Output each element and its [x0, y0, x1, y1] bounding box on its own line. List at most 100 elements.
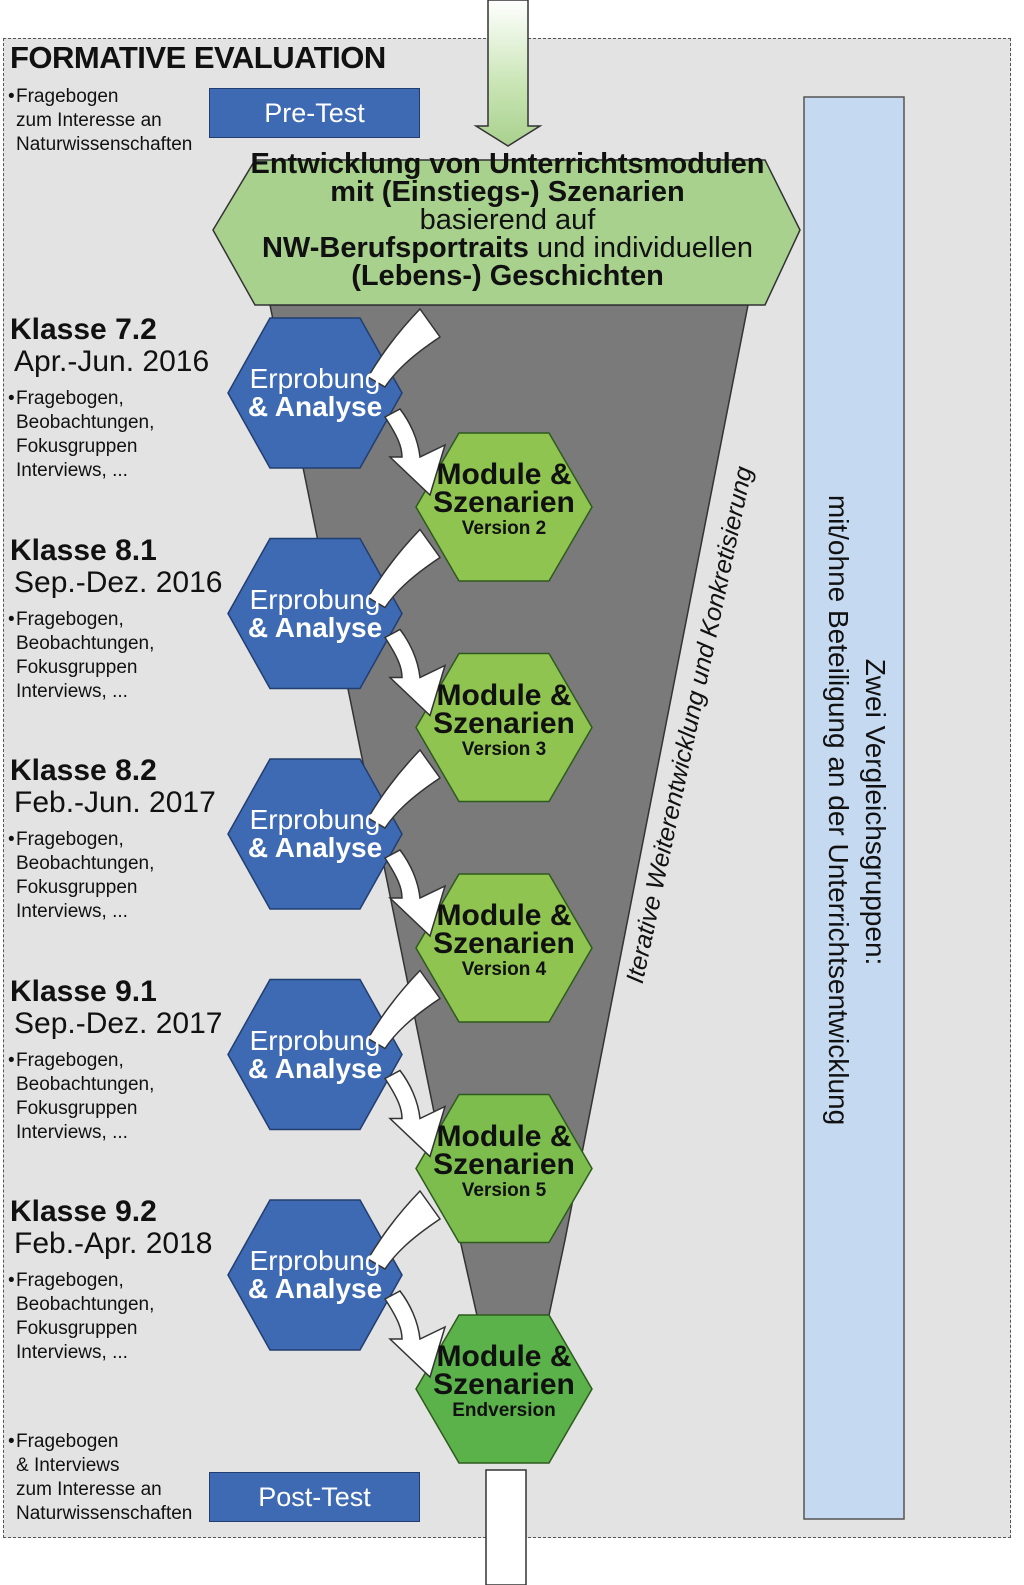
- development-line-1: Entwicklung von Unterrichtsmodulen: [250, 148, 765, 180]
- erprobung-hexagon: [227, 758, 403, 910]
- module-title-line: Module &: [436, 1119, 572, 1153]
- bullet-icon: •: [8, 608, 15, 630]
- phase-klasse-label: Klasse 8.2: [10, 754, 157, 787]
- flow-arrow-in: [366, 528, 442, 609]
- phase-klasse-label: Klasse 9.2: [10, 1195, 157, 1228]
- module-version: Version 4: [461, 959, 547, 980]
- pretest-note-line: Fragebogen: [16, 86, 119, 107]
- module-hexagon: [415, 873, 593, 1023]
- phase-method-item: Interviews, ...: [16, 680, 128, 702]
- module-hexagon: [415, 1093, 593, 1244]
- module-version: Version 3: [461, 738, 547, 760]
- posttest-note-line: Fragebogen: [16, 1431, 119, 1452]
- erprobung-label: Erprobung& Analyse: [230, 806, 400, 862]
- phase-method-item: Beobachtungen,: [16, 1073, 155, 1095]
- comparison-box: [803, 96, 905, 1520]
- phase-method-item: Interviews, ...: [16, 460, 128, 481]
- phase-method-item: Fokusgruppen: [16, 656, 138, 678]
- phase-period-label: Apr.-Jun. 2016: [14, 345, 210, 378]
- module-title-line: Szenarien: [433, 706, 575, 740]
- comparison-line-1: Zwei Vergleichsgruppen:: [860, 658, 891, 966]
- module-version: Endversion: [452, 1400, 556, 1421]
- module-title-line: Module &: [436, 1340, 572, 1373]
- erprobung-hexagon: [227, 537, 403, 690]
- module-version: Version 5: [461, 1179, 547, 1201]
- module-title-line: Szenarien: [433, 1368, 575, 1401]
- development-line-4-bold: NW-Berufsportraits: [261, 232, 529, 264]
- analyse-text: & Analyse: [247, 391, 383, 422]
- erprobung-hexagon: [227, 1199, 403, 1351]
- bullet-icon: •: [8, 1049, 15, 1071]
- development-line-4: NW-Berufsportraits und individuellen: [215, 232, 800, 264]
- phase-method-item: Interviews, ...: [16, 1121, 128, 1143]
- phase-method-item: Interviews, ...: [16, 1342, 128, 1363]
- posttest-notes: • Fragebogen & Interviews zum Interesse …: [8, 1431, 193, 1524]
- pretest-notes: • Fragebogen zum Interesse an Naturwisse…: [8, 86, 193, 155]
- phase-method-item: Fokusgruppen: [16, 1318, 138, 1339]
- analyse-text: & Analyse: [247, 1052, 383, 1084]
- posttest-note-line: & Interviews: [16, 1455, 120, 1476]
- phase-method-item: Fokusgruppen: [16, 436, 138, 457]
- erprobung-hexagon: [227, 978, 403, 1131]
- module-hexagon: [415, 1314, 593, 1464]
- erprobung-label: Erprobung& Analyse: [230, 365, 400, 421]
- phase-method-item: Interviews, ...: [16, 901, 128, 922]
- module-title-line: Module &: [436, 678, 572, 712]
- pretest-box: Pre-Test: [209, 88, 420, 138]
- module-title-line: Module &: [436, 899, 572, 932]
- phase-method-item: Beobachtungen,: [16, 632, 155, 654]
- erprobung-text: Erprobung: [249, 1024, 381, 1056]
- module-title-line: Szenarien: [433, 927, 575, 960]
- posttest-box: Post-Test: [209, 1472, 420, 1522]
- phase-klasse-label: Klasse 7.2: [10, 313, 157, 346]
- flow-arrow-out: [383, 408, 447, 497]
- development-line-3: basierend auf: [419, 204, 596, 236]
- analyse-text: & Analyse: [247, 832, 383, 863]
- module-hexagon: [415, 652, 593, 803]
- comparison-line-2: mit/ohne Beteiligung an der Unterrichtse…: [823, 494, 854, 1126]
- flow-arrow-in: [366, 748, 442, 830]
- phase-method-item: Fragebogen,: [16, 388, 124, 409]
- development-hexagon: [212, 159, 801, 306]
- bullet-icon: •: [8, 388, 15, 409]
- phase-method-item: Fragebogen,: [16, 608, 124, 630]
- development-line-5: (Lebens-) Geschichten: [351, 260, 664, 292]
- module-hexagon: [415, 432, 593, 582]
- erprobung-text: Erprobung: [249, 363, 381, 394]
- module-title-line: Module &: [436, 458, 572, 491]
- module-version: Version 2: [461, 518, 547, 539]
- phase-klasse-label: Klasse 8.1: [10, 533, 157, 567]
- flow-arrow-in: [366, 1189, 442, 1271]
- phase-period-label: Sep.-Dez. 2017: [14, 1006, 223, 1040]
- flow-arrow-out: [383, 849, 447, 938]
- posttest-note-line: zum Interesse an: [16, 1479, 162, 1500]
- flow-arrow-out: [383, 628, 447, 717]
- erprobung-text: Erprobung: [249, 1245, 381, 1276]
- phase-method-item: Beobachtungen,: [16, 412, 155, 433]
- erprobung-hexagon: [227, 317, 403, 469]
- flow-arrow-in: [366, 969, 442, 1050]
- development-line-4-rest: und individuellen: [528, 232, 753, 264]
- page-title: FORMATIVE EVALUATION: [10, 40, 386, 75]
- flow-arrow-in: [366, 307, 442, 389]
- phase-method-item: Fokusgruppen: [16, 877, 138, 898]
- phase-period-label: Sep.-Dez. 2016: [14, 565, 223, 599]
- phase-method-item: Fragebogen,: [16, 829, 124, 850]
- output-arrow: [485, 1469, 527, 1585]
- posttest-note-line: Naturwissenschaften: [16, 1503, 193, 1524]
- analyse-text: & Analyse: [247, 611, 383, 643]
- phase-method-item: Fokusgruppen: [16, 1097, 138, 1119]
- module-title-line: Szenarien: [433, 486, 575, 519]
- pretest-note-line: Naturwissenschaften: [16, 134, 193, 155]
- module-title-line: Szenarien: [433, 1147, 575, 1181]
- development-label: Entwicklung von Unterrichtsmodulen mit (…: [215, 148, 800, 292]
